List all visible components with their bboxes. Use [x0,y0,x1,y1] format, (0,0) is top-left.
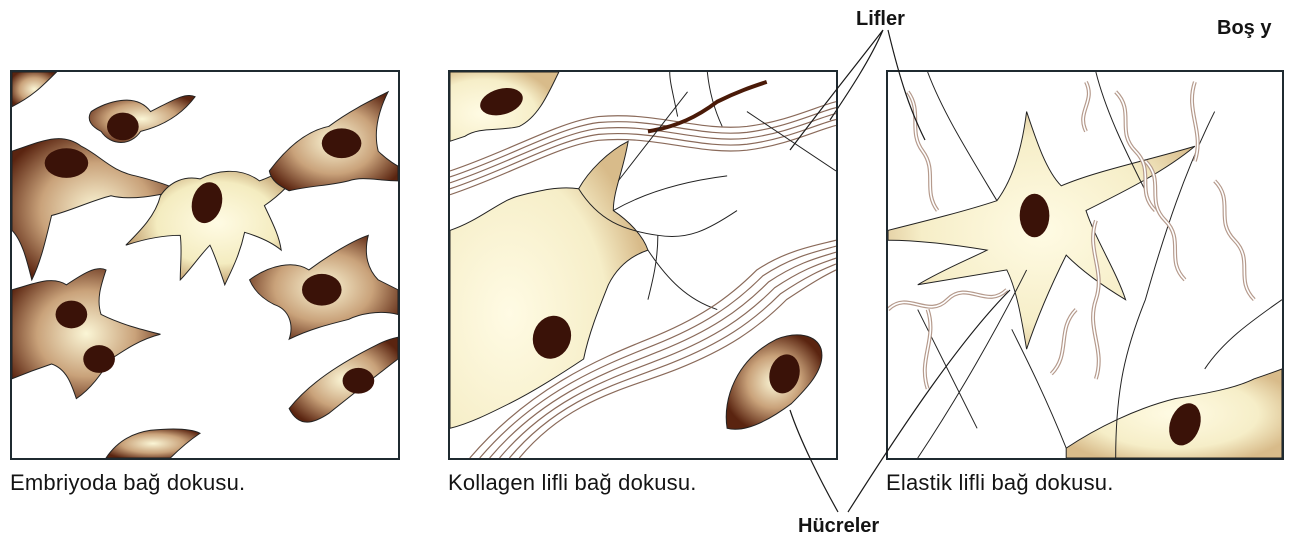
elastic-tissue-caption: Elastik lifli bağ dokusu. [886,470,1114,496]
nucleus [1020,194,1050,238]
cell-body [106,429,200,458]
nucleus [343,368,375,394]
empty-space-label: Boş y [1217,17,1271,40]
cell-body [12,269,160,399]
collagen-tissue-panel [448,70,838,460]
nucleus [56,301,88,329]
cells-label: Hücreler [798,515,879,538]
collagen-fiber [648,82,767,131]
cell-body [12,72,57,107]
nucleus [302,274,342,306]
nucleus [107,113,139,141]
collagen-tissue-caption: Kollagen lifli bağ dokusu. [448,470,697,496]
embryonic-tissue-illustration [12,72,398,458]
elastic-tissue-panel [886,70,1284,460]
fibers-label: Lifler [856,8,905,31]
embryonic-tissue-panel [10,70,400,460]
elastic-tissue-illustration [888,72,1282,458]
cell-process [670,72,722,126]
nucleus [322,128,362,158]
nucleus [83,345,115,373]
collagen-tissue-illustration [450,72,836,458]
nucleus [45,148,89,178]
cell-body [89,95,195,142]
embryonic-tissue-caption: Embriyoda bağ dokusu. [10,470,245,496]
